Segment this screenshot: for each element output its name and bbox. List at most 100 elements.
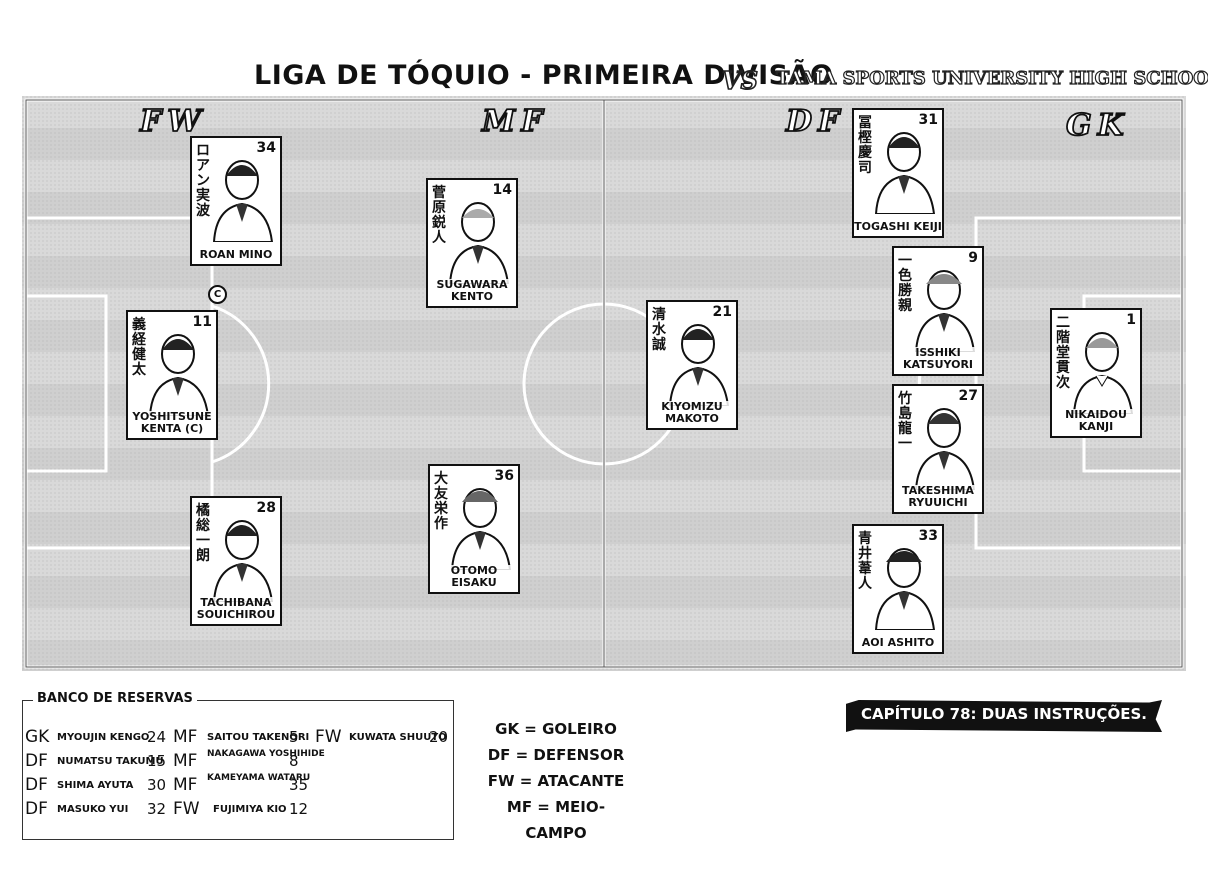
player-card: 義経健太 11 YOSHITSUNE KENTA (C) — [126, 310, 218, 440]
reserve-name: NUMATSU TAKUMU — [57, 756, 164, 767]
player-number: 11 — [192, 314, 212, 330]
player-name: SUGAWARA KENTO — [428, 279, 516, 303]
reserves-title: BANCO DE RESERVAS — [33, 691, 197, 706]
legend-item: GK = GOLEIRO — [495, 720, 617, 738]
player-kanji: ロアン実波 — [196, 143, 210, 219]
position-label-mf: MF — [481, 103, 549, 140]
player-name: TAKESHIMA RYUUICHI — [894, 485, 982, 509]
reserve-name: MYOUJIN KENGO — [57, 732, 150, 743]
player-number: 27 — [958, 388, 978, 404]
player-card: 菅原鋭人 14 SUGAWARA KENTO — [426, 178, 518, 308]
player-kanji: 橘総一朗 — [196, 503, 210, 564]
player-kanji: 竹島龍一 — [898, 391, 912, 452]
player-number: 1 — [1126, 312, 1136, 328]
player-kanji: 青井葦人 — [858, 531, 872, 592]
player-portrait-icon — [874, 132, 936, 214]
reserve-number: 35 — [289, 776, 309, 794]
player-name: TACHIBANA SOUICHIROU — [192, 597, 280, 621]
reserve-position: MF — [173, 751, 198, 771]
reserves-row: DF NUMATSU TAKUMU 15 MF NAKAGAWA YOSHIHI… — [23, 749, 455, 773]
player-card: 青井葦人 33 AOI ASHITO — [852, 524, 944, 654]
player-number: 33 — [918, 528, 938, 544]
league-title: LIGA DE TÓQUIO - PRIMEIRA DIVISÃO — [254, 60, 834, 91]
player-portrait-icon — [450, 488, 512, 570]
soccer-field: FW MF DF GK ロアン実波 34 ROAN MINO C 義経健太 11… — [22, 96, 1186, 671]
player-card: ロアン実波 34 ROAN MINO — [190, 136, 282, 266]
reserve-position: MF — [173, 727, 198, 747]
reserve-name: KAMEYAMA WATARU — [207, 773, 311, 783]
reserve-name: FUJIMIYA KIO — [213, 804, 287, 815]
player-kanji: 冨樫慶司 — [858, 115, 872, 176]
page-header: LIGA DE TÓQUIO - PRIMEIRA DIVISÃO VS TAM… — [0, 58, 1208, 102]
player-name: TOGASHI KEIJI — [854, 220, 942, 233]
reserves-row: DF SHIMA AYUTA 30 MF KAMEYAMA WATARU 35 — [23, 773, 455, 797]
reserve-position: FW — [173, 799, 200, 819]
reserve-position: GK — [25, 727, 50, 747]
reserve-position: DF — [25, 775, 48, 795]
player-kanji: 菅原鋭人 — [432, 185, 446, 246]
reserve-number: 8 — [289, 752, 299, 770]
legend-item: DF = DEFENSOR — [487, 746, 625, 764]
player-name: AOI ASHITO — [854, 637, 942, 649]
reserves-panel: BANCO DE RESERVAS GK MYOUJIN KENGO 24 MF… — [22, 691, 455, 840]
player-portrait-icon — [212, 520, 274, 602]
reserve-number: 20 — [429, 728, 449, 746]
reserve-number: 32 — [147, 800, 167, 818]
reserve-position: FW — [315, 727, 342, 747]
position-legend: GK = GOLEIRO DF = DEFENSOR FW = ATACANTE… — [486, 716, 626, 846]
player-name: ROAN MINO — [192, 249, 280, 261]
player-card: 大友栄作 36 OTOMO EISAKU — [428, 464, 520, 594]
reserve-position: DF — [25, 751, 48, 771]
position-label-gk: GK — [1065, 107, 1130, 144]
player-number: 31 — [918, 112, 938, 128]
versus-label: VS — [721, 65, 759, 96]
reserve-position: DF — [25, 799, 48, 819]
player-portrait-icon — [668, 324, 730, 406]
reserve-name: SHIMA AYUTA — [57, 780, 134, 791]
player-kanji: 大友栄作 — [434, 471, 448, 532]
player-portrait-icon — [1072, 332, 1134, 414]
player-number: 34 — [256, 140, 276, 156]
player-number: 9 — [968, 250, 978, 266]
player-name: KIYOMIZU MAKOTO — [648, 401, 736, 425]
player-portrait-icon — [148, 334, 210, 416]
reserve-position: MF — [173, 775, 198, 795]
reserve-number: 15 — [147, 752, 167, 770]
player-name: OTOMO EISAKU — [430, 565, 518, 589]
player-number: 21 — [712, 304, 732, 320]
player-name: ISSHIKI KATSUYORI — [894, 347, 982, 371]
player-name: YOSHITSUNE KENTA (C) — [128, 411, 216, 435]
player-kanji: 一色勝親 — [898, 253, 912, 314]
player-number: 28 — [256, 500, 276, 516]
reserve-name: NAKAGAWA YOSHIHIDE — [207, 749, 325, 759]
chapter-banner: CAPÍTULO 78: DUAS INSTRUÇÕES. — [846, 700, 1162, 732]
reserves-row: GK MYOUJIN KENGO 24 MF SAITOU TAKENORI 5… — [23, 727, 455, 749]
position-label-df: DF — [785, 103, 846, 140]
legend-item: FW = ATACANTE — [487, 772, 625, 790]
player-portrait-icon — [914, 408, 976, 490]
player-number: 14 — [492, 182, 512, 198]
chapter-title: CAPÍTULO 78: DUAS INSTRUÇÕES. — [861, 705, 1147, 723]
player-card: 橘総一朗 28 TACHIBANA SOUICHIROU — [190, 496, 282, 626]
player-card: 清水誠 21 KIYOMIZU MAKOTO — [646, 300, 738, 430]
captain-badge: C — [208, 285, 227, 304]
reserve-name: MASUKO YUI — [57, 804, 129, 815]
opponent-name: TAMA SPORTS UNIVERSITY HIGH SCHOOL — [775, 67, 1208, 89]
reserve-number: 12 — [289, 800, 309, 818]
reserves-row: DF MASUKO YUI 32 FW FUJIMIYA KIO 12 — [23, 799, 455, 821]
player-card: 二階堂貫次 1 NIKAIDOU KANJI — [1050, 308, 1142, 438]
player-kanji: 義経健太 — [132, 317, 146, 378]
player-portrait-icon — [914, 270, 976, 352]
player-kanji: 清水誠 — [652, 307, 666, 353]
player-portrait-icon — [448, 202, 510, 284]
player-card: 冨樫慶司 31 TOGASHI KEIJI — [852, 108, 944, 238]
legend-item: MF = MEIO-CAMPO — [506, 798, 606, 842]
player-name: NIKAIDOU KANJI — [1052, 409, 1140, 433]
reserve-number: 5 — [289, 728, 299, 746]
player-card: 一色勝親 9 ISSHIKI KATSUYORI — [892, 246, 984, 376]
player-kanji: 二階堂貫次 — [1056, 315, 1070, 391]
player-number: 36 — [494, 468, 514, 484]
reserve-number: 30 — [147, 776, 167, 794]
player-card: 竹島龍一 27 TAKESHIMA RYUUICHI — [892, 384, 984, 514]
position-label-fw: FW — [139, 103, 207, 140]
